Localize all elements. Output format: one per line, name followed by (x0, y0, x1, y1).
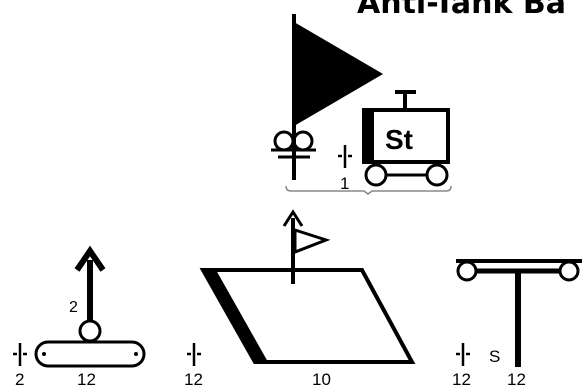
left-pivot-circle (78, 319, 102, 343)
tracked-vehicle-icon (34, 340, 146, 368)
cart-st-label: St (385, 124, 413, 155)
middle-size-label: 10 (312, 370, 331, 387)
left-count-label: 2 (15, 370, 24, 387)
middle-flag-icon (282, 209, 331, 284)
right-count-label: 12 (452, 370, 471, 387)
cart-icon (362, 90, 450, 187)
hq-wheels-icon (271, 130, 316, 159)
hq-count-label: 1 (340, 174, 349, 193)
hq-bracket (285, 185, 452, 195)
arrow-up-icon (74, 245, 106, 323)
left-arrow-label: 2 (69, 299, 78, 316)
right-unit: S 12 12 (452, 259, 582, 387)
hq-group: St 1 (271, 14, 452, 195)
middle-cross-marker-icon (187, 343, 201, 366)
right-size-label: 12 (507, 370, 526, 387)
area-parallelogram-icon (199, 268, 416, 364)
middle-unit: 12 10 (184, 209, 416, 387)
middle-count-label: 12 (184, 370, 203, 387)
hq-cross-marker-icon (338, 145, 352, 168)
gun-icon (456, 259, 582, 367)
right-cross-marker-icon (456, 343, 470, 366)
right-code-label: S (489, 347, 500, 366)
left-cross-marker-icon (13, 343, 27, 366)
hq-flag-icon (292, 14, 383, 180)
page-title: Anti-Tank Ba (357, 0, 566, 21)
left-size-label: 12 (77, 370, 96, 387)
left-unit: 2 2 12 (13, 245, 146, 387)
